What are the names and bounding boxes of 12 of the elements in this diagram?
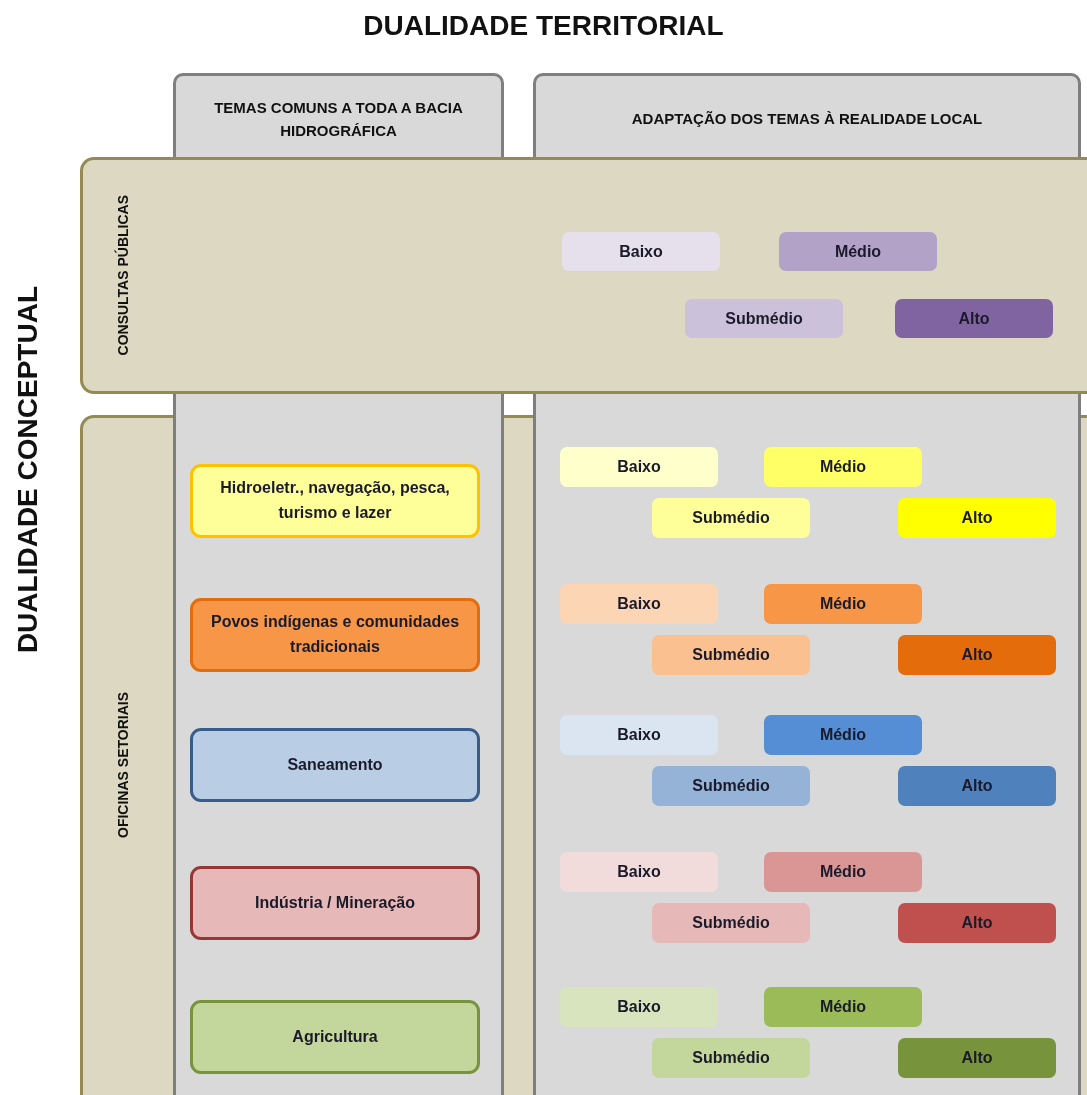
level-pill: Alto (895, 299, 1053, 338)
column-heading: ADAPTAÇÃO DOS TEMAS À REALIDADE LOCAL (630, 109, 984, 130)
band-heading: OFICINAS SETORIAIS (115, 692, 131, 838)
diagram-title: DUALIDADE TERRITORIAL (362, 10, 725, 42)
row-band (80, 415, 175, 1095)
row-band (80, 157, 1087, 394)
level-pill: Submédio (685, 299, 843, 338)
level-pill: Médio (779, 232, 937, 271)
column-heading: TEMAS COMUNS A TODA A BACIA HIDROGRÁFICA (213, 97, 464, 141)
axis-heading: DUALIDADE CONCEPTUAL (12, 286, 44, 654)
band-heading: CONSULTAS PÚBLICAS (115, 195, 131, 356)
level-pill: Baixo (562, 232, 720, 271)
